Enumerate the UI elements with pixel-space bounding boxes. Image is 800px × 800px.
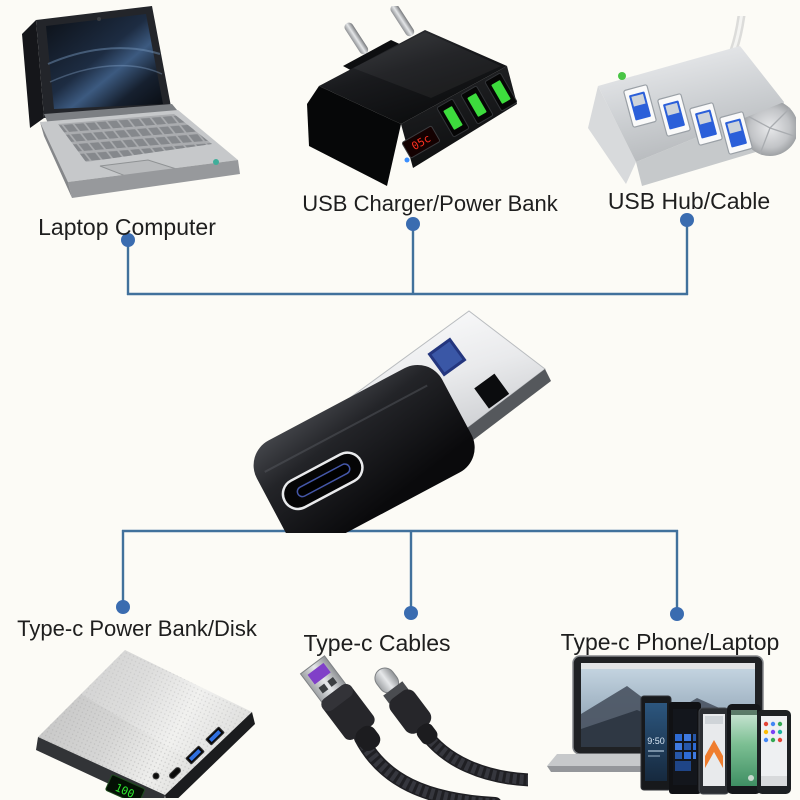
label-type-c-phone-laptop: Type-c Phone/Laptop — [560, 629, 780, 655]
connector-dot — [680, 213, 694, 227]
type-c-port — [169, 767, 181, 779]
usb-c-female-port — [281, 451, 364, 511]
laptop-keyboard — [58, 114, 212, 162]
usb-port-green — [460, 86, 494, 124]
usb-port-green — [484, 73, 518, 111]
charger-led-display: 05c — [402, 125, 440, 159]
type-c-phone-laptop-image: 9:50 — [547, 655, 791, 795]
type-c-power-bank-image: 100 — [36, 650, 255, 798]
usb-port-blue — [205, 726, 225, 746]
label-type-c-power-bank: Type-c Power Bank/Disk — [17, 616, 257, 641]
usb-port-blue — [689, 102, 723, 146]
phone — [698, 707, 730, 795]
type-c-cables-image — [299, 655, 528, 800]
power-button — [152, 772, 160, 780]
label-usb-charger: USB Charger/Power Bank — [302, 191, 558, 216]
laptop-image — [22, 6, 240, 198]
connector-dot — [670, 607, 684, 621]
battery-display: 100 — [105, 774, 145, 798]
usb-a-connector — [299, 655, 381, 751]
phone — [757, 710, 791, 794]
braided-cable — [354, 723, 528, 800]
laptop-screen — [46, 14, 163, 109]
usb-port-blue — [657, 93, 691, 137]
hub-power-led — [618, 72, 626, 80]
usb-port-blue — [185, 745, 205, 765]
usb-c-to-usb-a-adapter-image — [253, 310, 551, 533]
adapter-body — [253, 364, 475, 533]
usb-c-connector — [374, 667, 438, 745]
connector-dot — [406, 217, 420, 231]
connector-dot — [116, 600, 130, 614]
phone — [727, 704, 761, 794]
charger-blue-led — [404, 157, 410, 163]
usb-hub-image — [588, 16, 796, 186]
label-type-c-cables: Type-c Cables — [303, 630, 451, 656]
usb-port-green — [436, 99, 470, 137]
label-usb-hub: USB Hub/Cable — [607, 188, 771, 214]
connector-dot — [121, 233, 135, 247]
label-laptop-computer: Laptop Computer — [38, 214, 216, 240]
phone — [669, 702, 701, 794]
usb-port-blue — [719, 111, 753, 155]
usb-charger-image: 05c — [307, 6, 518, 186]
usb-port-blue — [623, 84, 657, 128]
phone: 9:50 — [640, 695, 672, 791]
webcam-dot — [97, 17, 101, 21]
eu-plug-pins — [344, 6, 415, 55]
connector-dot — [404, 606, 418, 620]
svg-text:9:50: 9:50 — [647, 736, 665, 746]
